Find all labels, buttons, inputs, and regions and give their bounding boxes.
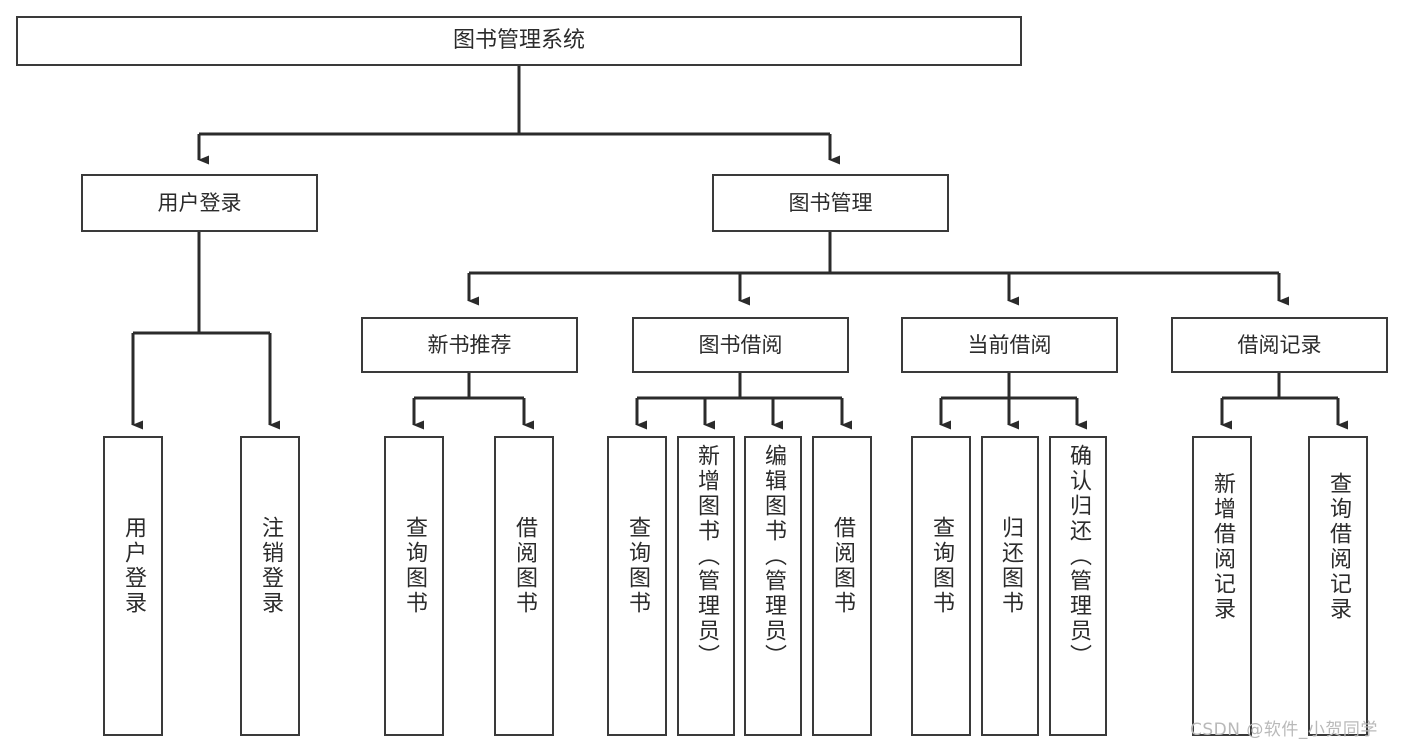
node-root-label: 图书管理系统 [452, 28, 585, 54]
node-leaf-query-book-2-label: 查询图书 [625, 516, 650, 616]
node-new-book-recommend[interactable]: 新书推荐 [361, 317, 578, 373]
node-leaf-user-logout-label: 注销登录 [258, 516, 283, 616]
node-leaf-query-record[interactable]: 查询借阅记录 [1308, 436, 1368, 736]
node-current-borrow[interactable]: 当前借阅 [901, 317, 1118, 373]
node-leaf-confirm-return[interactable]: 确认归还（管理员） [1049, 436, 1107, 736]
node-book-management[interactable]: 图书管理 [712, 174, 949, 232]
node-book-borrow-label: 图书借阅 [698, 332, 783, 357]
node-leaf-return-book[interactable]: 归还图书 [981, 436, 1039, 736]
node-leaf-borrow-book-1-label: 借阅图书 [512, 516, 537, 616]
node-user-login[interactable]: 用户登录 [81, 174, 318, 232]
node-leaf-borrow-book-2-label: 借阅图书 [830, 516, 855, 616]
node-leaf-edit-book[interactable]: 编辑图书（管理员） [744, 436, 802, 736]
csdn-watermark: CSDN @软件_小贺同学 [1190, 720, 1378, 740]
node-book-borrow[interactable]: 图书借阅 [632, 317, 849, 373]
node-leaf-edit-book-label: 编辑图书（管理员） [761, 444, 786, 669]
node-leaf-confirm-return-label: 确认归还（管理员） [1066, 444, 1091, 669]
node-book-management-label: 图书管理 [788, 190, 873, 215]
node-root[interactable]: 图书管理系统 [16, 16, 1022, 66]
node-leaf-user-login-label: 用户登录 [121, 516, 146, 616]
node-leaf-add-record[interactable]: 新增借阅记录 [1192, 436, 1252, 736]
node-leaf-user-logout[interactable]: 注销登录 [240, 436, 300, 736]
node-leaf-add-book-label: 新增图书（管理员） [694, 444, 719, 669]
node-user-login-label: 用户登录 [157, 190, 242, 215]
node-leaf-query-book-3[interactable]: 查询图书 [911, 436, 971, 736]
node-leaf-query-book-1[interactable]: 查询图书 [384, 436, 444, 736]
node-leaf-query-record-label: 查询借阅记录 [1326, 472, 1351, 622]
node-leaf-query-book-3-label: 查询图书 [929, 516, 954, 616]
node-leaf-return-book-label: 归还图书 [998, 516, 1023, 616]
node-leaf-user-login[interactable]: 用户登录 [103, 436, 163, 736]
node-new-book-recommend-label: 新书推荐 [427, 332, 512, 357]
node-leaf-query-book-2[interactable]: 查询图书 [607, 436, 667, 736]
node-borrow-record-label: 借阅记录 [1237, 332, 1322, 357]
node-leaf-borrow-book-2[interactable]: 借阅图书 [812, 436, 872, 736]
node-borrow-record[interactable]: 借阅记录 [1171, 317, 1388, 373]
node-leaf-query-book-1-label: 查询图书 [402, 516, 427, 616]
node-leaf-add-record-label: 新增借阅记录 [1210, 472, 1235, 622]
node-leaf-add-book[interactable]: 新增图书（管理员） [677, 436, 735, 736]
node-leaf-borrow-book-1[interactable]: 借阅图书 [494, 436, 554, 736]
node-current-borrow-label: 当前借阅 [967, 332, 1052, 357]
